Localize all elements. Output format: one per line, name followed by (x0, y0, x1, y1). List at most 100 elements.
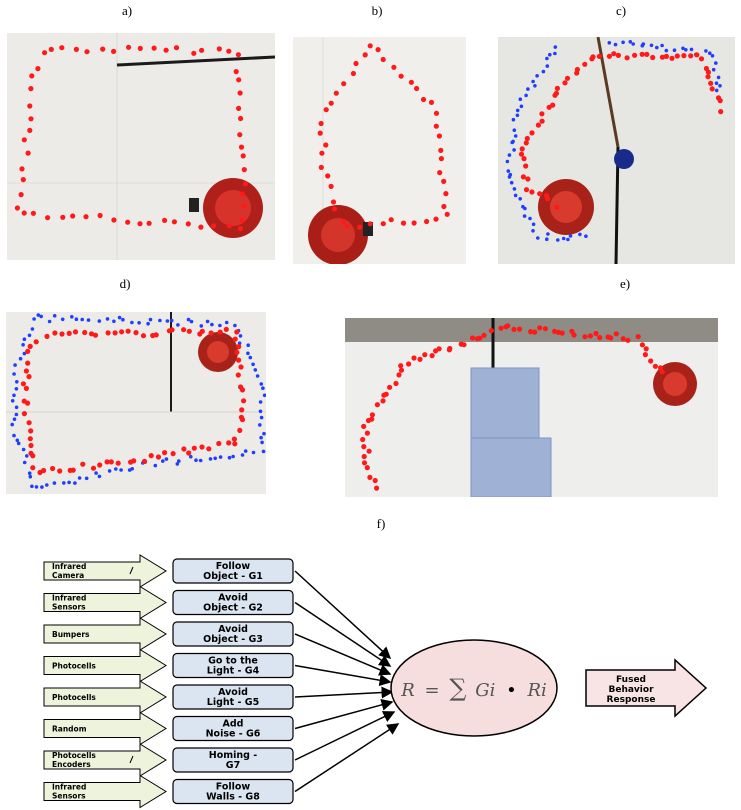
trajectory-point (33, 339, 39, 345)
behavior-label-g7-line2: G7 (226, 760, 240, 771)
trajectory-point (21, 137, 27, 143)
trajectory-point (553, 45, 558, 49)
trajectory-point (655, 45, 659, 50)
trajectory-point (32, 317, 36, 321)
trajectory-point (84, 49, 90, 55)
panel-label-e: e) (619, 276, 631, 291)
trajectory-point (510, 140, 514, 145)
trajectory-point (30, 465, 36, 471)
trajectory-point (531, 222, 536, 227)
trajectory-point (246, 343, 250, 347)
photo-panel-c (498, 37, 735, 264)
trajectory-point (208, 457, 213, 461)
connector-g2 (294, 601, 392, 667)
trajectory-point (674, 53, 680, 59)
trajectory-point (28, 442, 34, 449)
trajectory-point (417, 356, 423, 362)
trajectory-point (330, 199, 337, 205)
trajectory-point (224, 320, 229, 325)
trajectory-point (29, 73, 35, 79)
trajectory-c-blue (505, 40, 722, 242)
trajectory-point (545, 56, 549, 61)
trajectory-point (556, 329, 562, 335)
trajectory-point (553, 51, 557, 56)
trajectory-point (353, 60, 359, 67)
trajectory-point (14, 387, 19, 391)
trajectory-point (240, 153, 246, 159)
trajectory-point (519, 146, 525, 152)
formula-eq: = (425, 680, 440, 701)
trajectory-point (30, 327, 35, 331)
input-label-5-line1: Photocells (52, 693, 96, 702)
trajectory-point (70, 213, 76, 219)
trajectory-point (511, 326, 517, 332)
trajectory-point (232, 336, 238, 342)
trajectory-point (137, 45, 143, 51)
behavior-label-g6-line2: Noise - G6 (206, 729, 261, 740)
trajectory-point (239, 217, 245, 224)
photo-d-scene (6, 312, 266, 494)
trajectory-point (664, 48, 669, 53)
trajectory-point (23, 385, 29, 391)
trajectory-point (60, 214, 66, 220)
trajectory-point (396, 372, 402, 378)
trajectory-point (80, 317, 84, 322)
trajectory-point (14, 405, 19, 410)
trajectory-point (444, 211, 450, 217)
trajectory-point (199, 328, 205, 334)
trajectory-point (503, 324, 509, 330)
trajectory-point (125, 219, 131, 225)
trajectory-point (703, 65, 709, 72)
formula-r: Ri (526, 680, 546, 701)
trajectory-point (367, 43, 373, 49)
trajectory-point (258, 409, 263, 414)
trajectory-point (523, 187, 530, 193)
trajectory-point (512, 187, 517, 191)
trajectory-point (114, 467, 118, 471)
trajectory-point (199, 47, 205, 53)
connector-g4 (294, 664, 392, 687)
behavior-box-g7: Homing -G7 (172, 747, 294, 773)
trajectory-point (545, 196, 551, 202)
behavior-label-g2-line2: Object - G2 (203, 603, 263, 614)
trajectory-point (181, 446, 187, 452)
trajectory-point (531, 229, 535, 233)
connector-g1 (294, 570, 392, 660)
slash-mark-7 (129, 755, 134, 764)
trajectory-point (45, 483, 49, 487)
trajectory-point (361, 453, 367, 460)
trajectory-point (535, 122, 541, 128)
trajectory-point (606, 53, 612, 59)
trajectory-point (105, 330, 111, 336)
trajectory-point (333, 90, 339, 96)
trajectory-point (10, 399, 15, 403)
trajectory-point (14, 412, 19, 417)
trajectory-point (163, 47, 169, 53)
trajectory-point (234, 329, 240, 335)
trajectory-point (66, 330, 72, 336)
trajectory-point (57, 468, 63, 474)
trajectory-point (715, 95, 722, 101)
trajectory-point (587, 333, 593, 339)
trajectory-point (148, 453, 154, 459)
trajectory-point (429, 353, 435, 359)
trajectory-point (176, 323, 180, 327)
trajectory-point (22, 337, 27, 341)
trajectory-point (48, 46, 54, 52)
trajectory-point (177, 459, 181, 463)
trajectory-point (34, 485, 39, 489)
input-arrow-4: Photocells (43, 648, 167, 683)
trajectory-point (20, 381, 26, 387)
trajectory-point (537, 191, 543, 197)
trajectory-point (611, 51, 617, 57)
trajectory-point (380, 221, 386, 227)
trajectory-point (552, 328, 558, 334)
connector-g6 (294, 698, 394, 730)
trajectory-point (208, 330, 214, 336)
trajectory-point (714, 81, 719, 85)
trajectory-point (137, 221, 143, 227)
trajectory-point (236, 77, 242, 83)
trajectory-point (518, 151, 525, 157)
trajectory-point (115, 460, 121, 466)
